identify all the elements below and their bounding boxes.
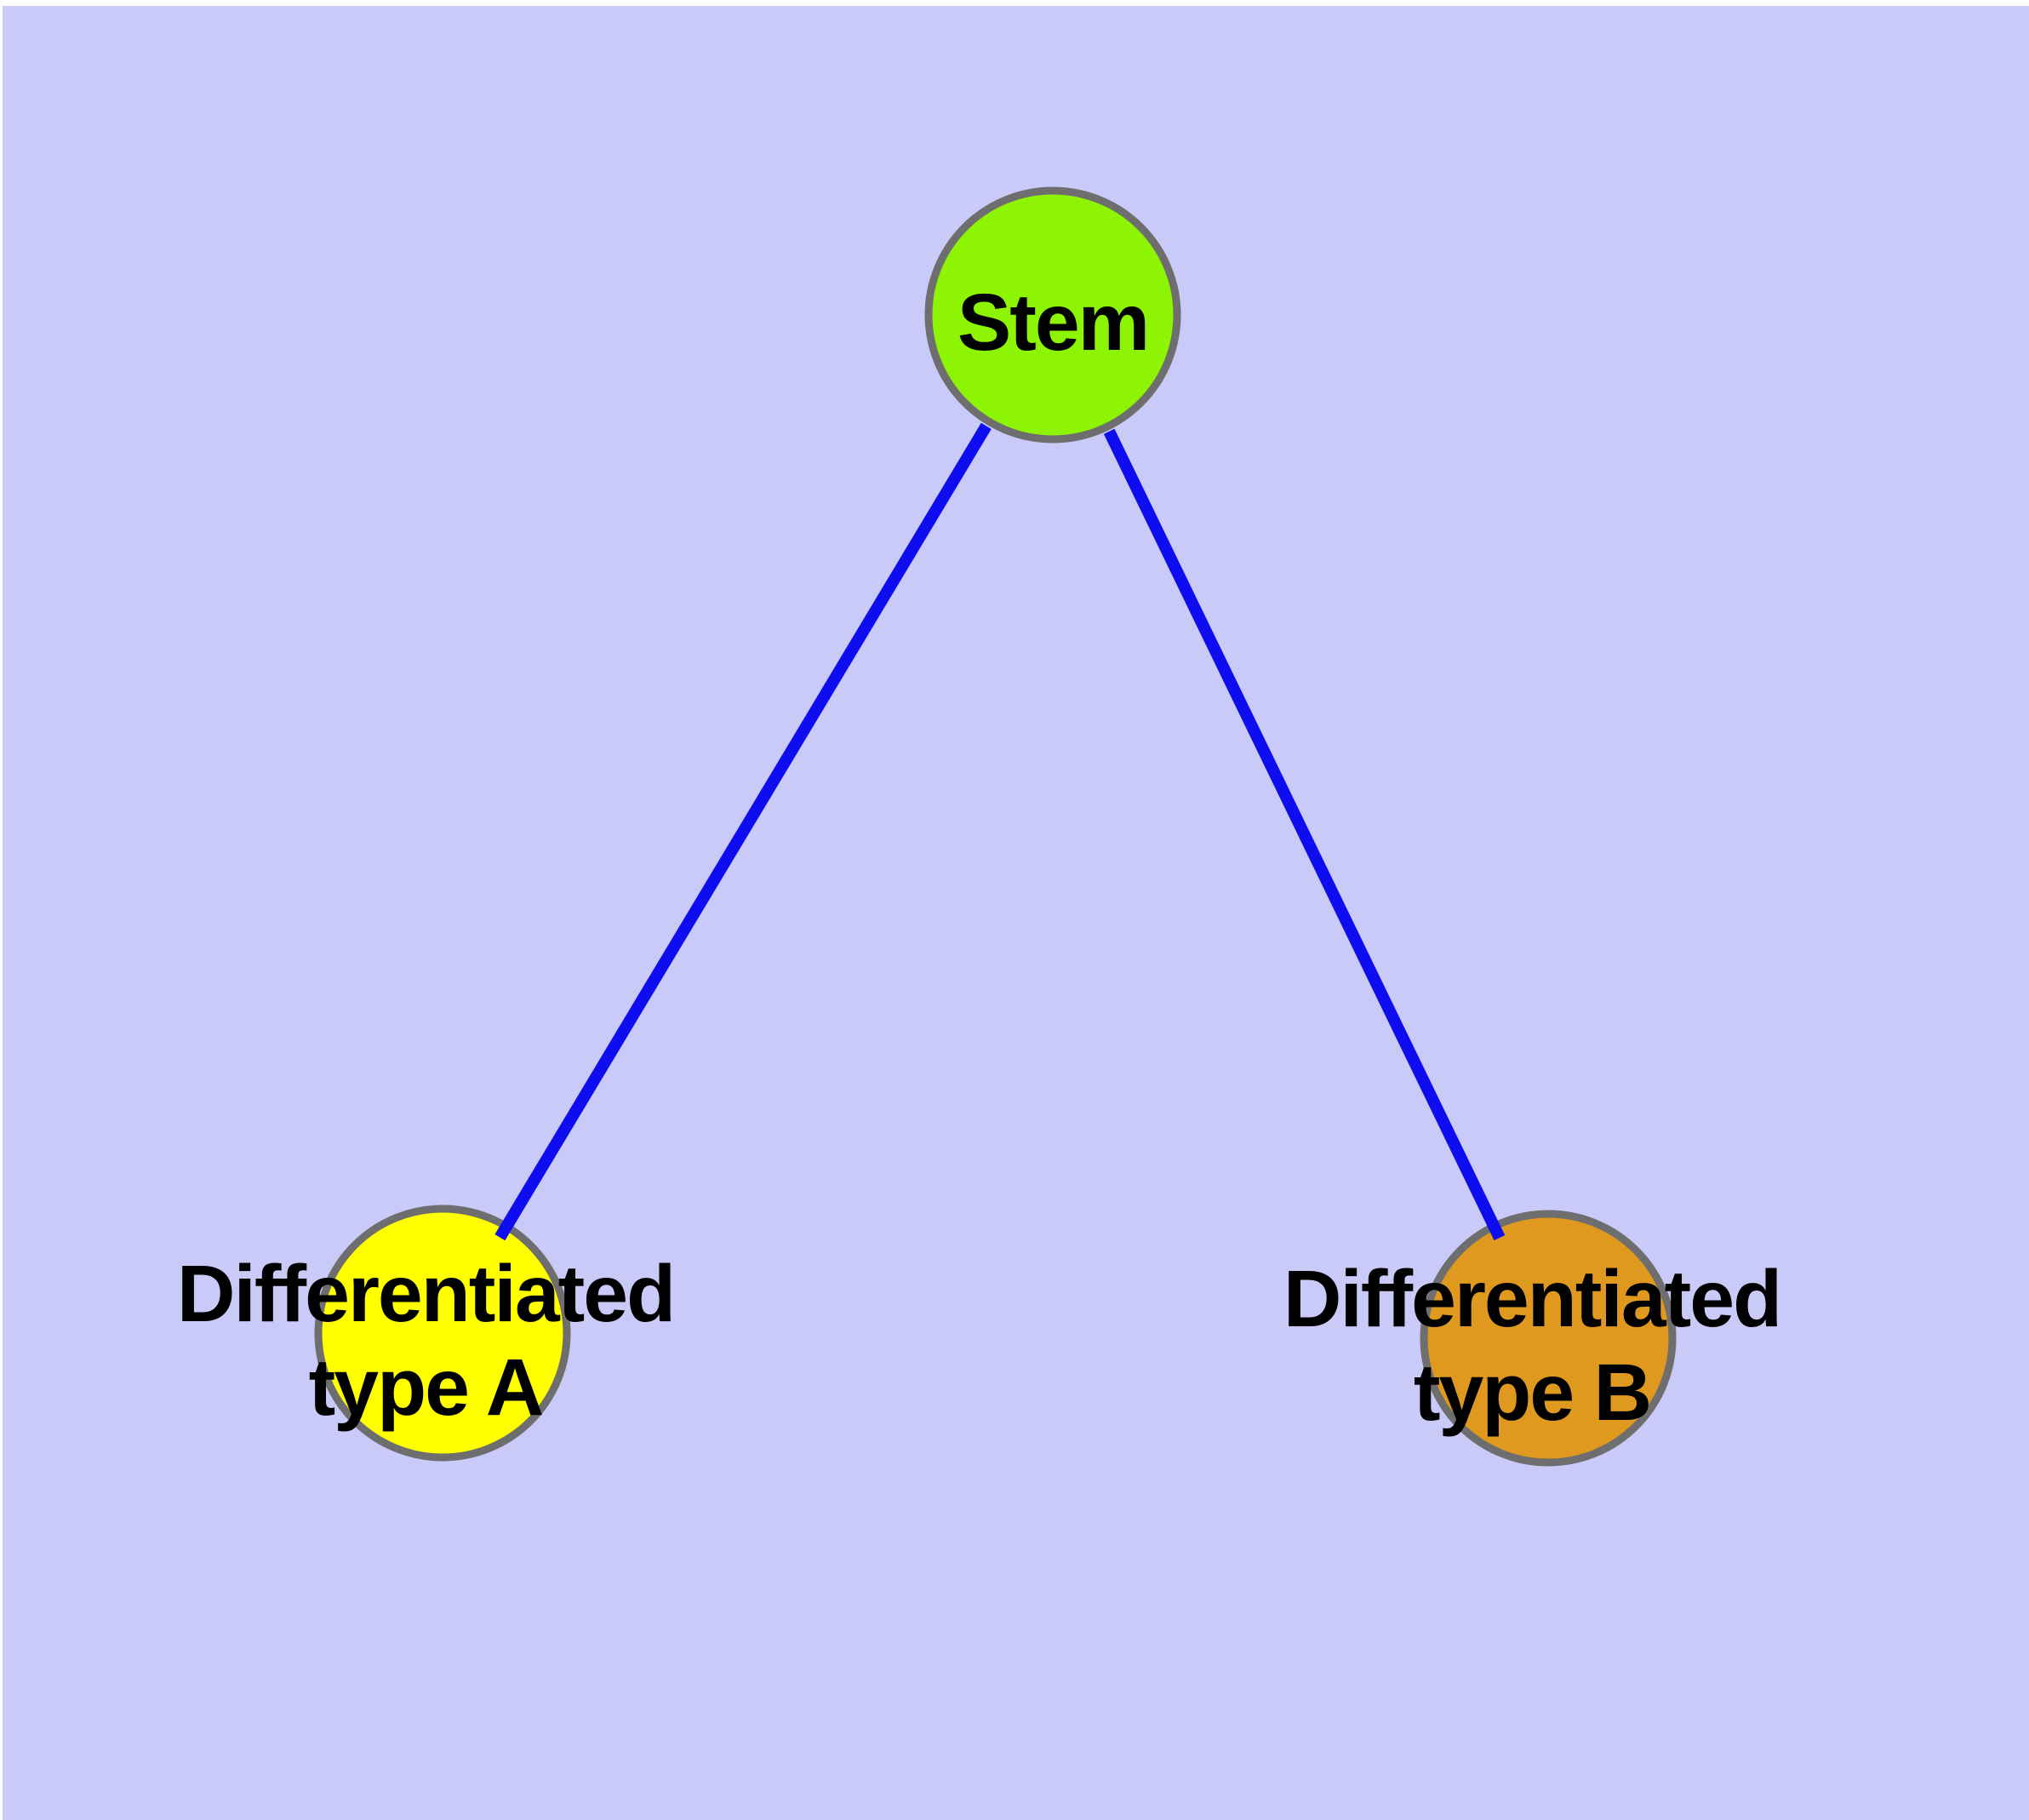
node-differentiated-type-b — [1424, 1214, 1672, 1462]
edge-stem-to-type-b — [1103, 428, 1506, 1241]
node-stem — [929, 191, 1177, 439]
node-label-type-a-line2: type A — [309, 1342, 543, 1433]
node-label-type-a-line1: Differentiated — [177, 1249, 674, 1339]
node-label-type-b-line2: type B — [1414, 1348, 1650, 1438]
node-stem-border — [924, 186, 1181, 444]
node-differentiated-type-a — [318, 1209, 567, 1457]
node-label-type-b-line1: Differentiated — [1283, 1254, 1780, 1344]
node-label-stem: Stem — [957, 278, 1148, 368]
node-differentiated-type-b-border — [1420, 1210, 1677, 1467]
node-differentiated-type-a-border — [314, 1205, 571, 1462]
edge-stem-to-type-a — [494, 422, 992, 1241]
